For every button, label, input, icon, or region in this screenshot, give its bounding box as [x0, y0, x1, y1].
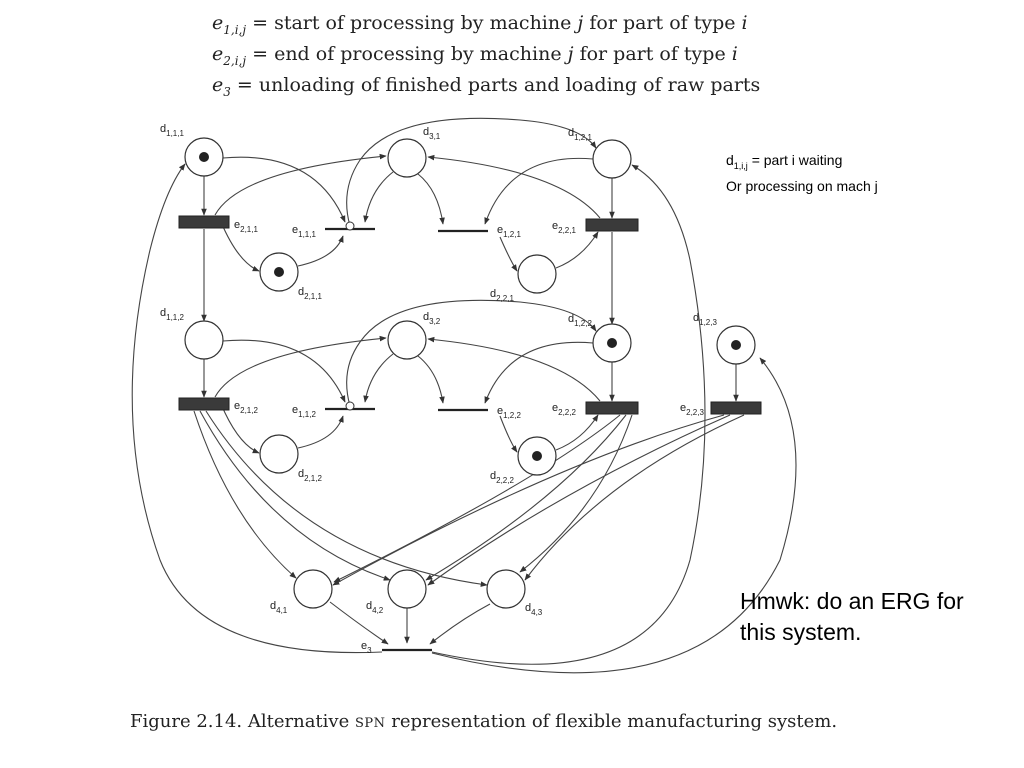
arc-e211-d211: [220, 221, 260, 272]
label-d211: d2,1,1: [298, 286, 322, 301]
definition-e2: e2,i,j = end of processing by machine j …: [212, 43, 738, 68]
place-d42: [387, 569, 427, 609]
label-d222: d2,2,2: [490, 470, 514, 485]
arc-d31-e111: [363, 171, 394, 223]
arc-d212-e112: [297, 415, 344, 449]
arc-d43-e3: [429, 603, 491, 645]
label-e112: e1,1,2: [292, 404, 316, 419]
arc-e221-d31: [427, 154, 601, 219]
arc-e211-d31: [214, 153, 387, 216]
token-d123: [731, 340, 741, 350]
label-e212: e2,1,2: [234, 400, 258, 415]
arc-d122-e122: [484, 341, 594, 404]
label-e111: e1,1,1: [292, 224, 316, 239]
place-d121: [592, 139, 632, 179]
place-note: d1,i,j = part i waiting Or processing on…: [726, 150, 878, 196]
label-d121: d1,2,1: [568, 127, 592, 142]
arc-end-circle-1: [345, 221, 355, 231]
arc-d31-e121: [417, 173, 445, 225]
note-line-2: Or processing on mach j: [726, 177, 878, 194]
place-d43: [486, 569, 526, 609]
place-d31: [387, 138, 427, 178]
arc-d211-e111: [297, 235, 344, 267]
label-d221: d2,2,1: [490, 288, 514, 303]
label-e222: e2,2,2: [552, 402, 576, 417]
arc-e112-d31-up: [346, 299, 597, 407]
arc-e3-d121: [431, 164, 706, 665]
arc-d121-e121: [484, 157, 594, 225]
arc-e212-d43: [205, 410, 488, 587]
transition-e211: [178, 215, 230, 229]
note-line-1: d1,i,j = part i waiting: [726, 152, 843, 171]
label-d112: d1,1,2: [160, 307, 184, 322]
definition-e1: e1,i,j = start of processing by machine …: [212, 12, 748, 37]
token-d111: [199, 152, 209, 162]
arc-e222-d41: [333, 414, 621, 583]
token-d211: [274, 267, 284, 277]
arc-d222-e222: [555, 414, 599, 451]
token-d222: [532, 451, 542, 461]
label-d41: d4,1: [270, 600, 288, 615]
label-d123: d1,2,3: [693, 312, 717, 327]
arc-e222-d43: [519, 414, 633, 573]
figure-caption: Figure 2.14. Alternative spn representat…: [130, 711, 838, 732]
label-e221: e2,2,1: [552, 220, 576, 235]
label-e122: e1,2,2: [497, 405, 521, 420]
label-d212: d2,1,2: [298, 468, 322, 483]
arc-end-circle-2: [345, 401, 355, 411]
label-d32: d3,2: [423, 311, 441, 326]
homework-text: Hmwk: do an ERG for this system.: [740, 588, 964, 645]
arc-d32-e122: [417, 355, 445, 404]
arc-e212-d41: [193, 410, 297, 579]
label-d43: d4,3: [525, 602, 543, 617]
place-d32: [387, 320, 427, 360]
arc-e223-d42: [427, 414, 731, 586]
arc-e222-d42: [425, 414, 627, 581]
arc-e212-d212: [220, 403, 260, 454]
label-e121: e1,2,1: [497, 224, 521, 239]
transition-e223: [710, 401, 762, 415]
arc-e222-d32: [427, 336, 601, 402]
arc-d221-e221: [555, 231, 599, 269]
transition-e221: [585, 218, 639, 232]
arc-e122-d222: [499, 415, 518, 453]
label-e211: e2,1,1: [234, 219, 258, 234]
arc-e121-d221: [499, 236, 518, 272]
label-d31: d3,1: [423, 126, 441, 141]
arc-e212-d32: [214, 335, 387, 398]
label-d111: d1,1,1: [160, 123, 184, 138]
arc-e223-d41: [332, 414, 725, 586]
arc-e3-d123: [431, 357, 797, 674]
definition-e3: e3 = unloading of finished parts and loa…: [212, 74, 761, 99]
arc-d32-e112: [363, 353, 394, 403]
arc-e223-d43: [524, 414, 745, 581]
arc-e3-d111: [131, 163, 383, 654]
place-d41: [293, 569, 333, 609]
label-e223: e2,2,3: [680, 402, 704, 417]
transition-e222: [585, 401, 639, 415]
place-d212: [259, 434, 299, 474]
event-definitions: e1,i,j = start of processing by machine …: [212, 8, 760, 101]
arc-d112-e112: [222, 339, 346, 403]
arc-e111-d32: [346, 117, 597, 227]
arc-e212-d42: [199, 410, 391, 581]
label-e3: e3: [361, 640, 372, 655]
label-d122: d1,2,2: [568, 313, 592, 328]
place-d221: [517, 254, 557, 294]
transition-e212: [178, 397, 230, 411]
arc-d41-e3: [329, 601, 389, 645]
label-d42: d4,2: [366, 600, 384, 615]
token-d122: [607, 338, 617, 348]
arc-d111-e111: [222, 156, 346, 223]
place-d112: [184, 320, 224, 360]
